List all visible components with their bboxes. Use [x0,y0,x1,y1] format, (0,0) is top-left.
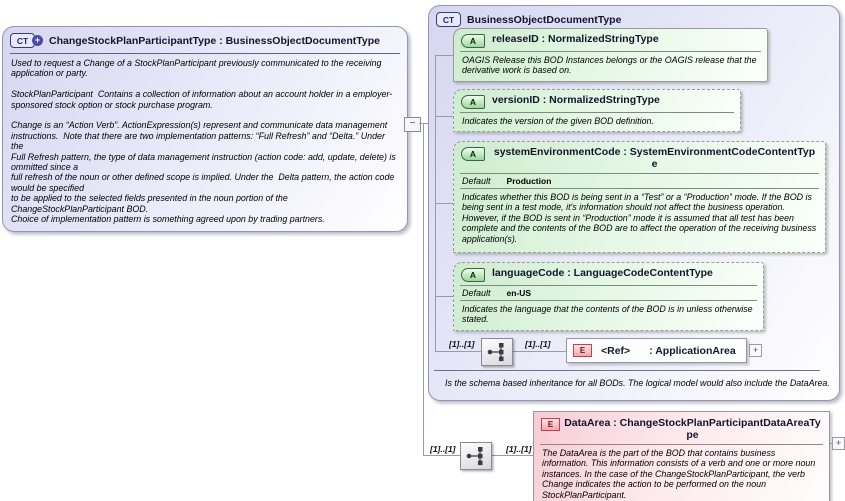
attribute-title: releaseID : NormalizedStringType [492,33,659,45]
attribute-documentation: Indicates whether this BOD is being sent… [462,192,819,244]
element-documentation: The DataArea is the part of the BOD that… [542,448,818,500]
attribute-documentation: Indicates the version of the given BOD d… [462,116,654,126]
attribute-icon: A [461,268,485,282]
divider [540,444,823,445]
connector-line [828,443,833,444]
cardinality-label: [1]..[1] [525,339,551,349]
expand-button[interactable]: + [832,437,845,450]
complex-type-documentation: Used to request a Change of a StockPlanP… [11,58,396,225]
default-value: en-US [506,288,532,298]
cardinality-label: [1]..[1] [430,444,456,454]
divider [460,112,734,113]
divider [460,300,757,301]
default-value-row: Default Production [454,175,825,187]
expand-badge-icon[interactable]: + [32,35,43,46]
element-title: DataArea : ChangeStockPlanParticipantDat… [564,417,821,441]
default-label: Default [462,288,491,298]
connector-line [435,203,453,204]
complex-type-node-changestockplanparticipanttype[interactable]: CT + ChangeStockPlanParticipantType : Bu… [2,26,408,232]
cardinality-label: [1]..[1] [506,444,532,454]
attribute-title: versionID : NormalizedStringType [492,94,660,106]
divider [460,285,757,286]
sequence-compositor-icon[interactable] [460,442,492,470]
default-value-row: Default en-US [454,287,763,299]
divider [460,51,761,52]
divider [434,370,820,371]
default-value: Production [506,176,552,186]
element-name: <Ref> [601,344,631,357]
attribute-documentation: Indicates the language that the contents… [462,304,756,325]
connector-line [435,351,481,352]
complex-type-title: BusinessObjectDocumentType [467,13,622,26]
attribute-icon: A [461,34,485,48]
complex-type-header: CT + ChangeStockPlanParticipantType : Bu… [3,27,407,51]
complex-type-icon: CT [436,12,461,27]
element-type: : ApplicationArea [649,344,736,357]
attribute-node-languagecode[interactable]: A languageCode : LanguageCodeContentType… [453,262,764,331]
complex-type-footer-documentation: Is the schema based inheritance for all … [445,378,830,388]
collapse-toggle[interactable]: − [404,117,421,132]
element-node-applicationarea-ref[interactable]: E <Ref> : ApplicationArea [566,338,747,363]
divider [460,173,819,174]
attribute-icon: A [461,95,485,109]
connector-line [435,55,453,56]
connector-line [435,296,453,297]
expand-button[interactable]: + [749,344,762,357]
connector-line [423,124,424,455]
connector-line [511,351,566,352]
attribute-node-releaseid[interactable]: A releaseID : NormalizedStringType OAGIS… [453,28,768,82]
attribute-title: systemEnvironmentCode : SystemEnvironmen… [493,146,816,170]
divider [460,188,819,189]
connector-line [435,116,453,117]
header-divider [10,53,400,54]
cardinality-label: [1]..[1] [449,339,475,349]
element-icon: E [573,344,592,357]
complex-type-title: ChangeStockPlanParticipantType : Busines… [49,34,381,47]
connector-line [419,123,428,124]
complex-type-node-businessobjectdocumenttype[interactable]: CT BusinessObjectDocumentType A releaseI… [428,5,840,401]
attribute-node-systemenvironmentcode[interactable]: A systemEnvironmentCode : SystemEnvironm… [453,141,826,253]
attribute-documentation: OAGIS Release this BOD Instances belongs… [462,55,759,76]
attribute-node-versionid[interactable]: A versionID : NormalizedStringType Indic… [453,89,741,133]
element-icon: E [541,418,560,431]
connector-line [490,455,533,456]
default-label: Default [462,176,491,186]
connector-line [423,455,460,456]
attribute-title: languageCode : LanguageCodeContentType [492,267,713,279]
sequence-compositor-icon[interactable] [481,338,513,366]
element-node-dataarea[interactable]: E DataArea : ChangeStockPlanParticipantD… [533,411,830,501]
attribute-icon: A [461,147,485,161]
complex-type-header: CT BusinessObjectDocumentType [429,6,839,30]
